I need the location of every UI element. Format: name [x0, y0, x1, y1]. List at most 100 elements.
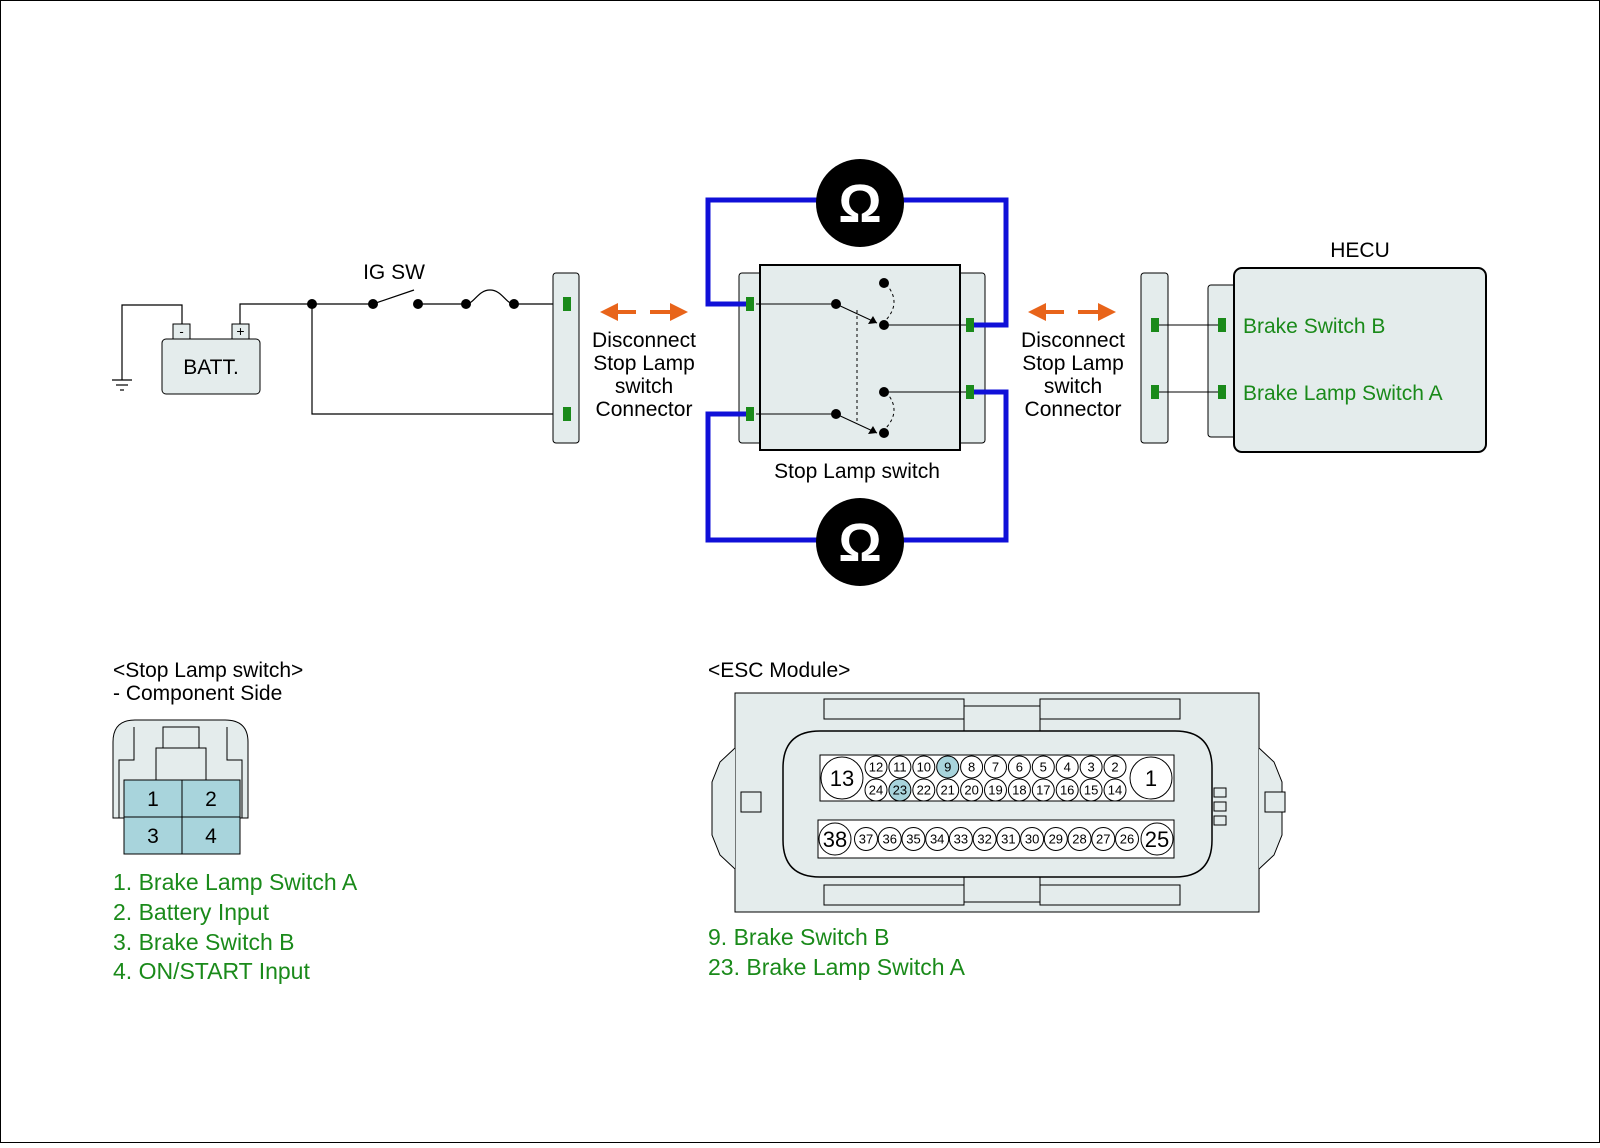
ig-sw-terminal-a	[368, 299, 378, 309]
esc-legend-2: 23. Brake Lamp Switch A	[708, 954, 966, 980]
hecu-pin-label-brake-switch-b: Brake Switch B	[1243, 315, 1385, 338]
esc-pin-14	[1103, 778, 1127, 802]
stop-lamp-legend-3: 3. Brake Switch B	[113, 929, 295, 955]
ig-switch-blade	[372, 289, 415, 305]
esc-pin-label-21: 21	[940, 783, 954, 798]
esc-pin-27	[1091, 827, 1116, 851]
esc-pin-label-36: 36	[882, 832, 896, 847]
esc-pin-15	[1079, 778, 1103, 802]
esc-pin-label-7: 7	[992, 760, 999, 775]
esc-pin-37	[854, 827, 878, 851]
esc-pin-label-22: 22	[917, 783, 931, 798]
upper-ohm-symbol: Ω	[838, 174, 881, 234]
esc-pin-label-24: 24	[869, 783, 883, 798]
stop-lamp-switch-label: Stop Lamp switch	[774, 460, 940, 483]
ground-wire	[121, 304, 183, 380]
switch-pin-right-top	[966, 318, 974, 332]
switch-node	[879, 387, 889, 397]
switch-upper-contact	[835, 303, 878, 324]
esc-pin-label-23: 23	[893, 783, 907, 798]
switch-node	[879, 278, 889, 288]
esc-pin-label-30: 30	[1025, 832, 1039, 847]
esc-pin-label-29: 29	[1049, 832, 1063, 847]
left-disconnect-note: Disconnect Stop Lamp switch Connector	[592, 329, 696, 421]
esc-pin-label-31: 31	[1001, 832, 1015, 847]
switch-lower-arrowhead	[868, 426, 877, 434]
switch-pin-right-bottom	[966, 385, 974, 399]
esc-pin-label-9: 9	[944, 760, 951, 775]
esc-pin-label-3: 3	[1087, 760, 1094, 775]
esc-pin-19	[984, 778, 1007, 802]
esc-pin-6	[1007, 755, 1031, 779]
esc-pin-7	[984, 755, 1007, 779]
esc-pin-35	[901, 827, 926, 851]
esc-pin-17	[1031, 778, 1055, 802]
esc-pin-22	[912, 778, 936, 802]
left-connector-body	[552, 272, 580, 444]
esc-pin-label-18: 18	[1012, 783, 1026, 798]
switch-lower-contact	[835, 413, 878, 434]
stop-lamp-connector-title: <Stop Lamp switch>	[113, 659, 303, 682]
ig-sw-label: IG SW	[363, 261, 425, 284]
switch-node	[831, 299, 841, 309]
esc-module-title: <ESC Module>	[708, 659, 850, 682]
switch-node	[879, 428, 889, 438]
esc-pin-26	[1115, 827, 1139, 851]
esc-bottom-latch	[963, 876, 1041, 903]
esc-legend-1: 9. Brake Switch B	[708, 924, 890, 950]
esc-pin-label-16: 16	[1060, 783, 1074, 798]
hecu-pin-a	[1218, 385, 1226, 399]
battery: - + BATT.	[161, 323, 261, 395]
stop-lamp-connector-view: <Stop Lamp switch> - Component Side 1 2 …	[112, 659, 358, 984]
esc-pin-label-32: 32	[977, 832, 991, 847]
esc-pin-1	[1129, 756, 1173, 800]
stop-lamp-connector-subtitle: - Component Side	[113, 682, 282, 705]
left-disconnect-line-1: Disconnect	[592, 329, 696, 352]
lower-probe-wire-right	[900, 389, 1009, 543]
switch-node	[831, 409, 841, 419]
esc-pin-label-25: 25	[1145, 827, 1169, 852]
esc-pin-12	[864, 755, 888, 779]
esc-pin-label-26: 26	[1120, 832, 1134, 847]
esc-right-rib	[1213, 787, 1227, 798]
left-arrow-head-right	[670, 303, 688, 321]
battery-positive-wire	[239, 303, 373, 325]
esc-pin-label-37: 37	[859, 832, 873, 847]
esc-pin-label-33: 33	[954, 832, 968, 847]
esc-pin-16	[1055, 778, 1079, 802]
esc-pin-30	[1020, 827, 1045, 851]
connector-guide-left	[118, 727, 135, 818]
connector-pin-3-cell	[123, 816, 183, 855]
esc-pin-25	[1140, 822, 1174, 856]
left-disconnect-line-3: switch	[615, 375, 673, 398]
esc-pin-label-15: 15	[1084, 783, 1098, 798]
switch-upper-arrowhead	[868, 316, 877, 324]
switch-body	[759, 264, 961, 451]
esc-top-latch	[963, 705, 1041, 732]
esc-pin-10	[912, 755, 936, 779]
hecu-pin-b	[1218, 318, 1226, 332]
esc-pin-label-20: 20	[964, 783, 978, 798]
esc-pin-28	[1067, 827, 1092, 851]
esc-pin-34	[925, 827, 950, 851]
junction-node	[307, 299, 317, 309]
fuse-symbol	[465, 289, 515, 305]
esc-pin-13	[820, 756, 864, 800]
stop-lamp-legend-4: 4. ON/START Input	[113, 958, 310, 984]
battery-plus-sign: +	[236, 323, 244, 339]
esc-top-slot-right	[1039, 698, 1181, 720]
esc-pin-3	[1079, 755, 1103, 779]
esc-pin-label-38: 38	[823, 827, 847, 852]
connector-latch-frame	[155, 747, 207, 780]
esc-pin-label-4: 4	[1064, 760, 1071, 775]
esc-pin-label-19: 19	[988, 783, 1002, 798]
lower-ohmmeter-icon	[816, 498, 904, 586]
stop-lamp-switch: Stop Lamp switch	[738, 264, 986, 483]
lower-probe-wire-left	[705, 411, 820, 543]
esc-pin-label-8: 8	[968, 760, 975, 775]
esc-pin-label-10: 10	[917, 760, 931, 775]
